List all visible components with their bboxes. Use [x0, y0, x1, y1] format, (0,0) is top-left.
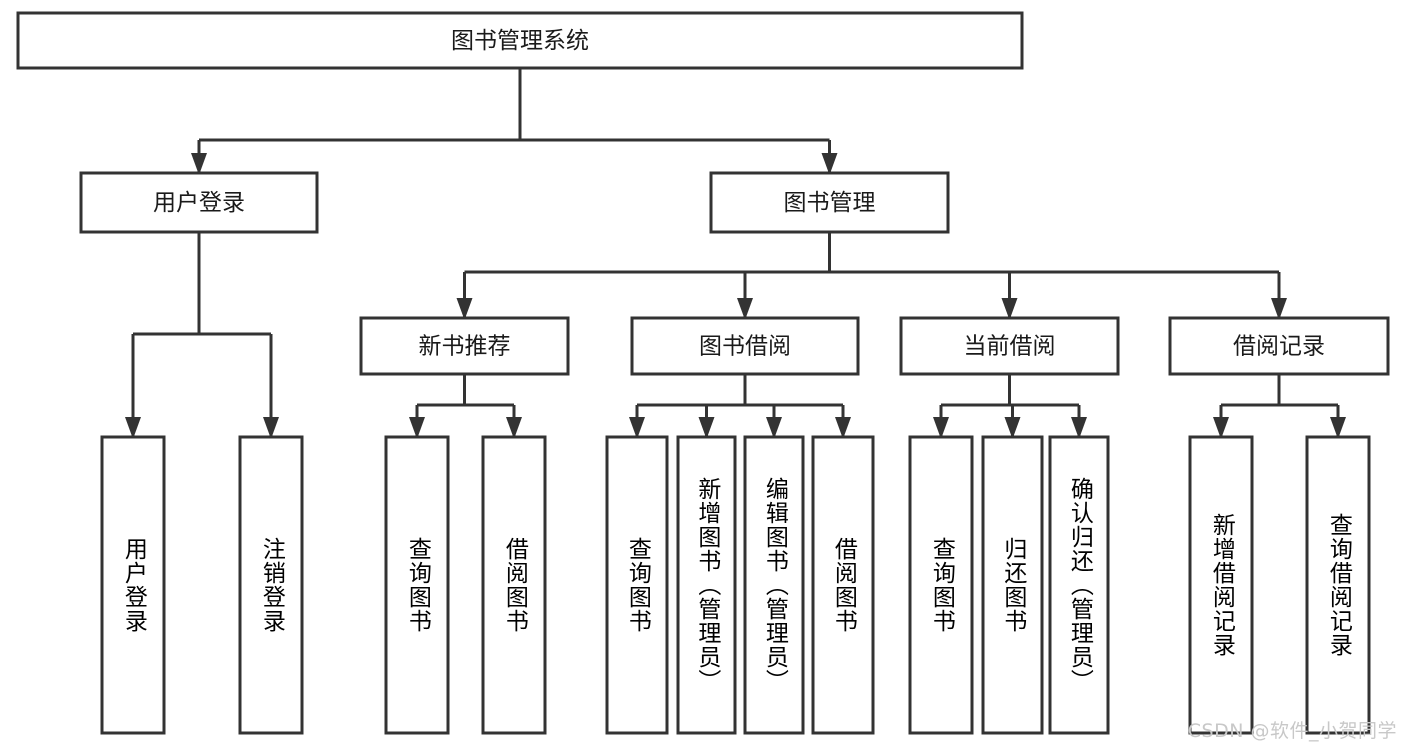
node-label-leaf-borrow-book: 借阅图书 — [830, 537, 857, 633]
arrow-head-icon — [1330, 417, 1346, 439]
arrow-head-icon — [125, 417, 141, 439]
node-label-wrap-leaf-query-book: 查询图书 — [607, 437, 667, 733]
node-label-current-borrow: 当前借阅 — [964, 334, 1056, 360]
node-label-wrap-leaf-user-login: 用户登录 — [102, 437, 164, 733]
node-box-leaf-add-record[interactable] — [1188, 435, 1254, 735]
arrow-head-icon — [933, 417, 949, 439]
arrow-head-icon — [821, 153, 838, 175]
node-label-wrap-leaf-borrow-book: 借阅图书 — [813, 437, 873, 733]
node-label-leaf-add-book: 新增图书（管理员） — [693, 477, 720, 693]
node-label-leaf-confirm-return: 确认归还（管理员） — [1066, 477, 1093, 693]
node-label-user-login: 用户登录 — [153, 190, 245, 216]
arrow-head-icon — [737, 298, 753, 320]
node-label-book-borrow: 图书借阅 — [699, 334, 791, 360]
node-box-current-borrow[interactable] — [899, 316, 1120, 376]
arrow-head-icon — [698, 417, 715, 439]
node-label-leaf-return-book: 归还图书 — [999, 537, 1026, 633]
node-label-leaf-add-record: 新增借阅记录 — [1208, 513, 1235, 657]
node-box-leaf-borrow-book[interactable] — [811, 435, 875, 735]
node-label-wrap-leaf-edit-book: 编辑图书（管理员） — [745, 437, 803, 733]
arrow-head-icon — [1004, 417, 1021, 439]
node-box-book-manage[interactable] — [709, 171, 950, 234]
arrow-head-icon — [1071, 417, 1087, 439]
node-label-wrap-leaf-query-current: 查询图书 — [910, 437, 972, 733]
node-label-leaf-query-current: 查询图书 — [928, 537, 955, 633]
node-box-leaf-confirm-return[interactable] — [1048, 435, 1110, 735]
node-box-leaf-query-book[interactable] — [605, 435, 669, 735]
node-label-wrap-leaf-logout: 注销登录 — [240, 437, 302, 733]
arrow-head-icon — [629, 417, 645, 439]
node-box-leaf-query-book-rec[interactable] — [384, 435, 450, 735]
node-box-user-login[interactable] — [79, 171, 319, 234]
arrow-head-icon — [1001, 298, 1018, 320]
arrow-head-icon — [191, 153, 207, 175]
node-box-leaf-user-login[interactable] — [100, 435, 166, 735]
node-label-wrap-leaf-return-book: 归还图书 — [983, 437, 1042, 733]
node-label-new-book-rec: 新书推荐 — [419, 334, 511, 360]
arrow-head-icon — [263, 417, 279, 439]
node-label-wrap-leaf-borrow-book-rec: 借阅图书 — [483, 437, 545, 733]
node-box-leaf-borrow-book-rec[interactable] — [481, 435, 547, 735]
node-box-borrow-record[interactable] — [1168, 316, 1390, 376]
node-label-wrap-leaf-add-record: 新增借阅记录 — [1190, 437, 1252, 733]
node-box-book-borrow[interactable] — [630, 316, 860, 376]
node-label-book-manage: 图书管理 — [784, 190, 876, 216]
node-label-leaf-query-record: 查询借阅记录 — [1325, 513, 1352, 657]
node-box-leaf-return-book[interactable] — [981, 435, 1044, 735]
node-box-leaf-logout[interactable] — [238, 435, 304, 735]
arrow-head-icon — [1213, 417, 1229, 439]
arrow-head-icon — [506, 417, 522, 439]
node-label-wrap-leaf-query-book-rec: 查询图书 — [386, 437, 448, 733]
node-label-leaf-logout: 注销登录 — [258, 537, 285, 633]
node-box-leaf-edit-book[interactable] — [743, 435, 805, 735]
node-label-leaf-query-book-rec: 查询图书 — [404, 537, 431, 633]
node-label-wrap-leaf-query-record: 查询借阅记录 — [1307, 437, 1369, 733]
node-label-wrap-leaf-add-book: 新增图书（管理员） — [678, 437, 735, 733]
arrow-head-icon — [766, 417, 782, 439]
node-label-leaf-query-book: 查询图书 — [624, 537, 651, 633]
node-label-leaf-borrow-book-rec: 借阅图书 — [501, 537, 528, 633]
node-label-leaf-edit-book: 编辑图书（管理员） — [761, 477, 788, 693]
node-box-new-book-rec[interactable] — [359, 316, 570, 376]
node-box-leaf-add-book[interactable] — [676, 435, 737, 735]
node-box-leaf-query-current[interactable] — [908, 435, 974, 735]
edges-layer — [125, 68, 1346, 439]
arrow-head-icon — [409, 417, 425, 439]
node-box-leaf-query-record[interactable] — [1305, 435, 1371, 735]
node-label-wrap-leaf-confirm-return: 确认归还（管理员） — [1050, 437, 1108, 733]
arrow-head-icon — [835, 417, 851, 439]
node-label-root: 图书管理系统 — [451, 28, 589, 54]
arrow-head-icon — [456, 298, 473, 320]
node-label-leaf-user-login: 用户登录 — [120, 537, 147, 633]
arrow-head-icon — [1271, 298, 1287, 320]
node-label-borrow-record: 借阅记录 — [1233, 334, 1325, 360]
node-box-root[interactable] — [16, 11, 1024, 70]
